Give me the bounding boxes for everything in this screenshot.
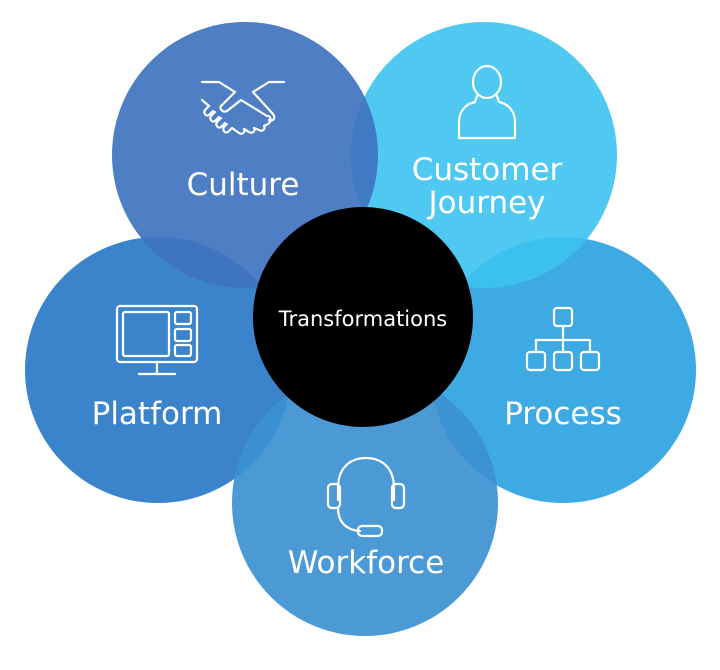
- workforce-petal: Workforce: [288, 456, 445, 581]
- platform-petal: Platform: [92, 304, 223, 432]
- culture-label: Culture: [187, 167, 300, 203]
- workforce-label: Workforce: [288, 545, 445, 581]
- customer-journey-petal: Customer Journey: [412, 64, 563, 221]
- center-node: Transformations: [253, 207, 473, 427]
- flowchart-icon: [525, 306, 601, 372]
- process-label: Process: [504, 396, 622, 432]
- center-circle: [253, 207, 473, 427]
- headset-icon: [326, 456, 406, 538]
- culture-petal: Culture: [187, 80, 300, 203]
- monitor-icon: [115, 304, 199, 376]
- person-icon: [457, 64, 517, 140]
- handshake-icon: [200, 80, 286, 135]
- platform-label: Platform: [92, 396, 223, 432]
- customer-journey-label-line2: Journey: [426, 185, 545, 221]
- process-petal: Process: [504, 306, 622, 432]
- center-label: Transformations: [278, 307, 448, 331]
- workforce-circle: [232, 370, 498, 636]
- customer-journey-label-line1: Customer: [412, 152, 563, 188]
